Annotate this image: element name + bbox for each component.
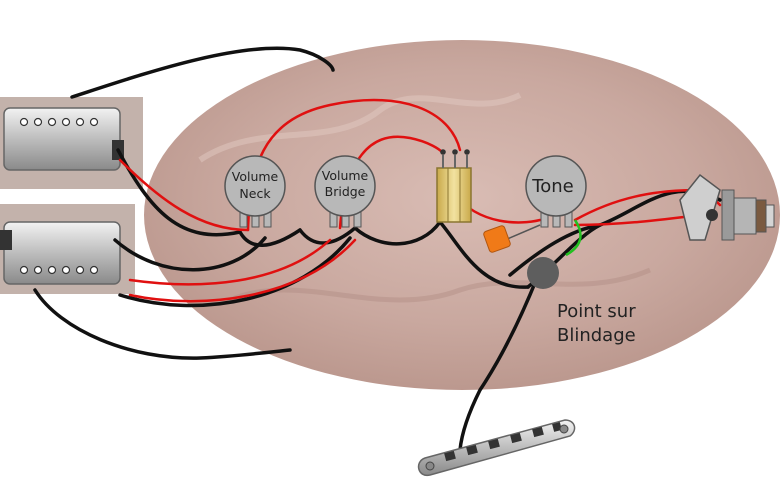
jack-icon: [679, 173, 775, 241]
pot-label-volume-neck-1: Volume: [232, 169, 279, 184]
pot-label-tone: Tone: [531, 176, 573, 197]
bridge-hardware-icon: [417, 419, 576, 477]
ground-point: [527, 257, 559, 289]
cap-lead: [565, 219, 582, 257]
pot-tone: [525, 155, 587, 228]
pot-label-volume-bridge-2: Bridge: [325, 184, 366, 199]
pot-label-volume-neck-2: Neck: [239, 186, 271, 201]
hot-wires: [118, 98, 722, 303]
toggle-switch-icon: [436, 149, 472, 223]
ground-point-label-line-2: Blindage: [557, 325, 636, 346]
pot-volume-bridge: [314, 155, 376, 228]
capacitor-icon: [483, 224, 541, 253]
pot-volume-neck: [224, 155, 286, 228]
ground-point-label-line-1: Point sur: [557, 301, 636, 322]
ground-point-label: Point sur Blindage: [557, 300, 636, 348]
humbucker-neck-icon: [3, 107, 124, 171]
humbucker-bridge-icon: [0, 221, 121, 285]
pot-label-volume-bridge-1: Volume: [322, 168, 369, 183]
